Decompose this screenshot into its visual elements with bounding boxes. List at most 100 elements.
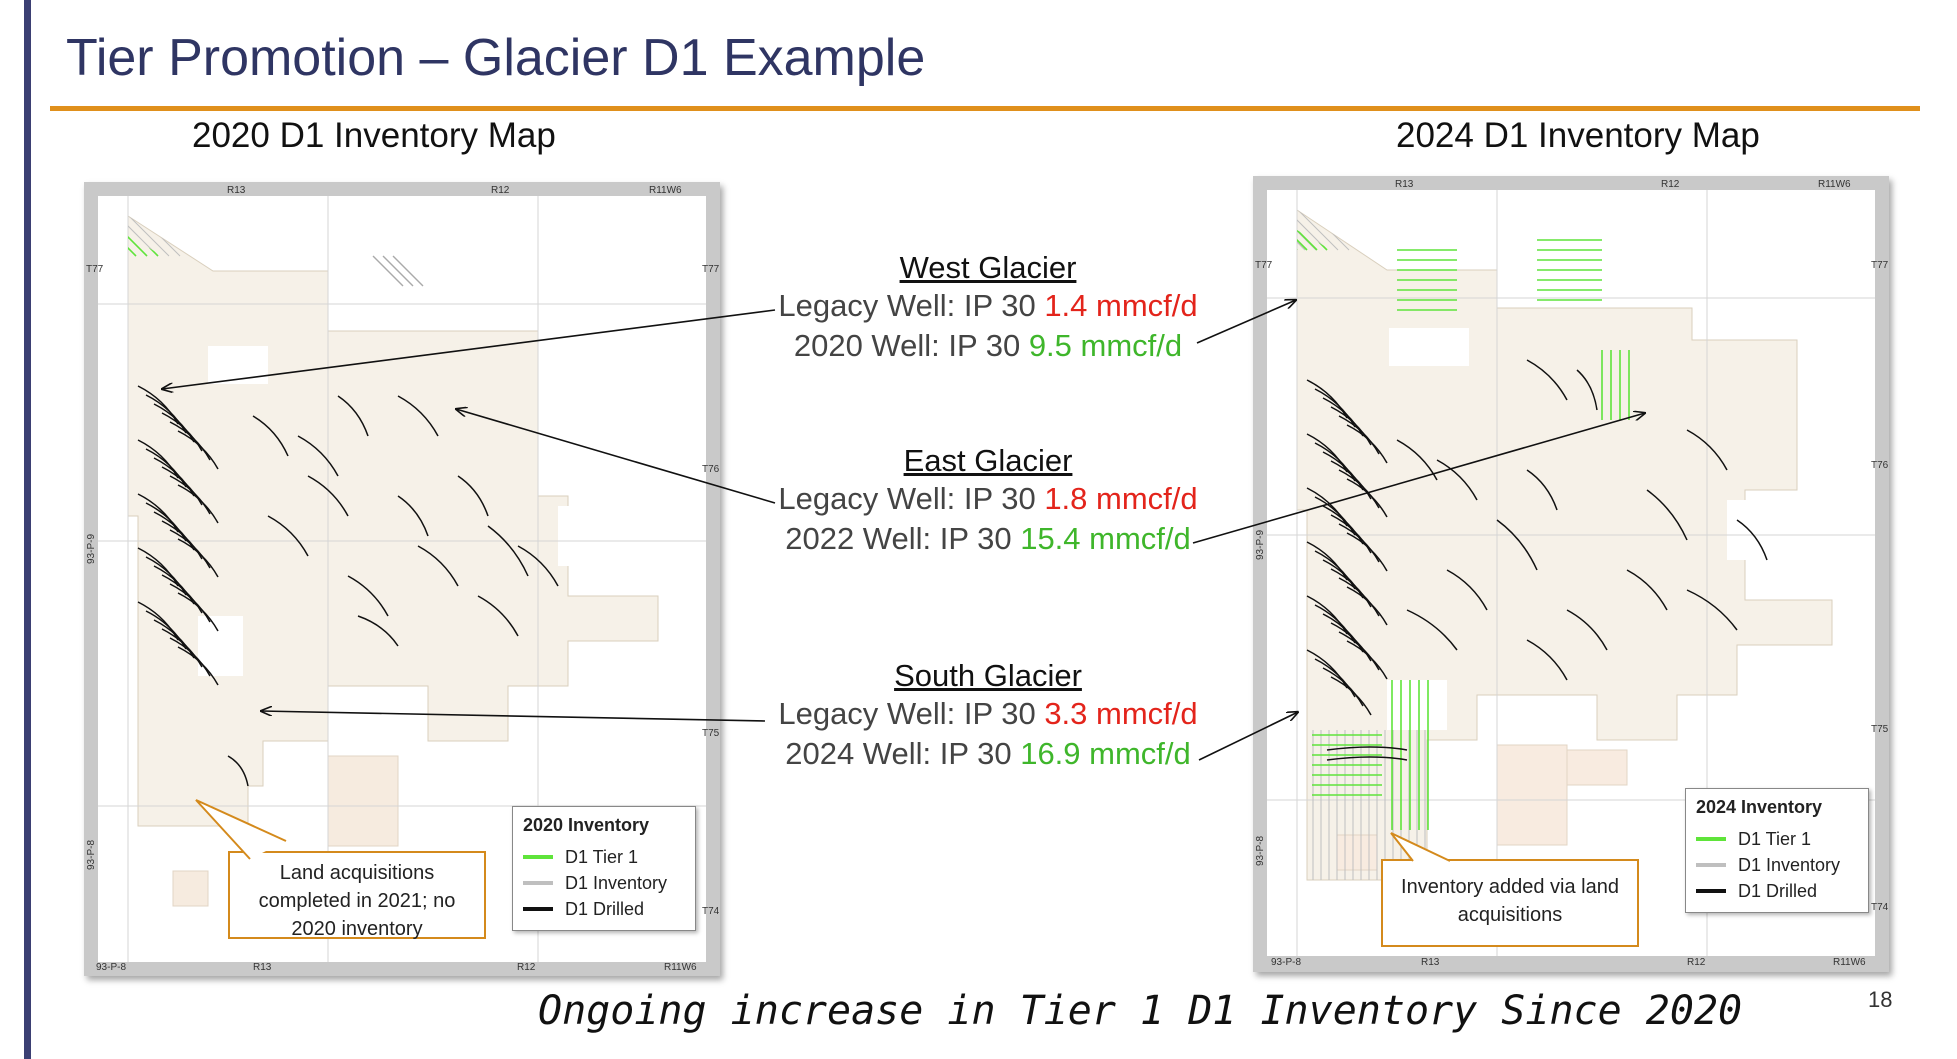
- drilled-well: [161, 628, 203, 668]
- drilled-well: [137, 547, 179, 587]
- drilled-well: [1346, 478, 1388, 518]
- legend-title: 2020 Inventory: [523, 815, 650, 835]
- drilled-well: [1346, 586, 1388, 626]
- drilled-well: [169, 475, 211, 515]
- legend-item-inventory: D1 Inventory: [1696, 852, 1858, 878]
- drilled-well: [1436, 459, 1478, 501]
- inventory-swatch: [523, 881, 553, 885]
- drilled-well: [1446, 569, 1488, 611]
- map-2024: R13 R12 R11W6 93-P-8 R13 R12 R11W6 T77 T…: [1253, 176, 1889, 972]
- tier1-swatch: [1696, 837, 1726, 841]
- drilled-well: [177, 646, 219, 686]
- drilled-well: [1330, 568, 1372, 608]
- inventory-hatch-line: [392, 255, 424, 287]
- new-well-line: 2020 Well: IP 30 9.5 mmcf/d: [793, 328, 1183, 363]
- grid-label-right: T74: [702, 906, 720, 917]
- grid-label-top: R12: [491, 185, 510, 196]
- drilled-well: [337, 395, 369, 437]
- drilled-well: [1314, 550, 1356, 590]
- drilled-well: [457, 475, 489, 517]
- grid-label-right: T74: [1871, 902, 1889, 913]
- drilled-well: [177, 484, 219, 524]
- land-parcel: [1566, 749, 1628, 786]
- drilled-well: [1346, 532, 1388, 572]
- callout-pointer-2024: [1390, 832, 1451, 862]
- drilled-well: [169, 637, 211, 677]
- tier1-hatch-line: [1297, 230, 1318, 251]
- well-name: West Glacier: [899, 250, 1077, 285]
- map-2024-canvas: [1267, 190, 1875, 956]
- map-2024-heading: 2024 D1 Inventory Map: [1396, 116, 1760, 155]
- drilled-well: [153, 403, 195, 443]
- new-value: 15.4 mmcf/d: [1020, 521, 1191, 556]
- drilled-well: [137, 385, 179, 425]
- excluded-parcel: [558, 506, 598, 566]
- grid-label-right: T75: [1871, 724, 1889, 735]
- grid-label-top: R13: [1395, 179, 1414, 190]
- legend-item-drilled: D1 Drilled: [523, 896, 685, 922]
- drilled-well: [517, 545, 559, 587]
- drilled-well: [161, 520, 203, 560]
- well-west-glacier: West Glacier Legacy Well: IP 30 1.4 mmcf…: [748, 250, 1228, 366]
- drilled-well: [145, 556, 187, 596]
- grid-label-left: T77: [1255, 260, 1273, 271]
- grid-label-top: R12: [1661, 179, 1680, 190]
- arrow-east-2024: [1192, 413, 1645, 544]
- drilled-well: [1526, 639, 1568, 681]
- legend-label: D1 Drilled: [565, 898, 645, 919]
- drilled-well: [1326, 746, 1408, 751]
- well-east-glacier: East Glacier Legacy Well: IP 30 1.8 mmcf…: [748, 443, 1228, 559]
- drilled-well: [169, 529, 211, 569]
- arrow-west-2020: [162, 309, 776, 389]
- grid-label-bottom: R13: [1421, 957, 1440, 968]
- legacy-value: 1.4 mmcf/d: [1044, 288, 1198, 323]
- excluded-parcel: [208, 346, 268, 384]
- drilled-well: [1306, 649, 1348, 689]
- drilled-well: [252, 415, 289, 457]
- map-2020-heading: 2020 D1 Inventory Map: [192, 116, 556, 155]
- title-divider: [50, 106, 1920, 111]
- legacy-well-line: Legacy Well: IP 30 1.8 mmcf/d: [778, 481, 1198, 516]
- drilled-well: [1314, 604, 1356, 644]
- legend-item-inventory: D1 Inventory: [523, 870, 685, 896]
- drilled-well: [1686, 589, 1738, 631]
- drilled-well: [1526, 469, 1558, 511]
- drilled-well: [1306, 433, 1348, 473]
- drilled-well: [1338, 469, 1380, 509]
- tier1-hatch-line: [1297, 230, 1308, 251]
- drilled-well: [1566, 609, 1608, 651]
- drilled-well: [347, 575, 389, 617]
- drilled-well: [1322, 451, 1364, 491]
- grid-label-bottom: 93-P-8: [96, 962, 127, 973]
- drilled-well: [1330, 460, 1372, 500]
- left-accent-bar: [24, 0, 31, 1059]
- drilled-well: [1396, 439, 1438, 481]
- grid-label-bottom: R11W6: [664, 962, 697, 973]
- drilled-well: [1326, 756, 1408, 761]
- well-south-glacier: South Glacier Legacy Well: IP 30 3.3 mmc…: [748, 658, 1228, 774]
- drilled-well: [1346, 424, 1388, 464]
- drilled-well: [1314, 496, 1356, 536]
- page-title: Tier Promotion – Glacier D1 Example: [66, 29, 926, 87]
- new-well-line: 2022 Well: IP 30 15.4 mmcf/d: [785, 521, 1191, 556]
- new-value: 9.5 mmcf/d: [1028, 328, 1183, 363]
- drilled-well: [1406, 609, 1458, 651]
- map-2024-callout: Inventory added via land acquisitions: [1381, 859, 1639, 947]
- legend-label: D1 Tier 1: [565, 846, 639, 867]
- excluded-parcel: [1387, 680, 1447, 730]
- drilled-well: [1322, 397, 1364, 437]
- drilled-well: [1576, 369, 1598, 411]
- tier1-hatch-line: [128, 236, 137, 257]
- grid-label-top: R13: [227, 185, 246, 196]
- map-2024-drawing: [1267, 190, 1875, 956]
- arrow-south-2024: [1198, 712, 1298, 761]
- grid-label-right: T77: [1871, 260, 1889, 271]
- drilled-well: [1626, 569, 1668, 611]
- inventory-hatch-line: [1297, 210, 1339, 251]
- legend-label: D1 Drilled: [1738, 880, 1818, 901]
- arrow-east-2020: [456, 409, 776, 504]
- legend-label: D1 Inventory: [565, 872, 668, 893]
- grid-label-bottom: R11W6: [1833, 957, 1866, 968]
- grid-label-right: T77: [702, 264, 720, 275]
- grid-label-bottom: R12: [1687, 957, 1706, 968]
